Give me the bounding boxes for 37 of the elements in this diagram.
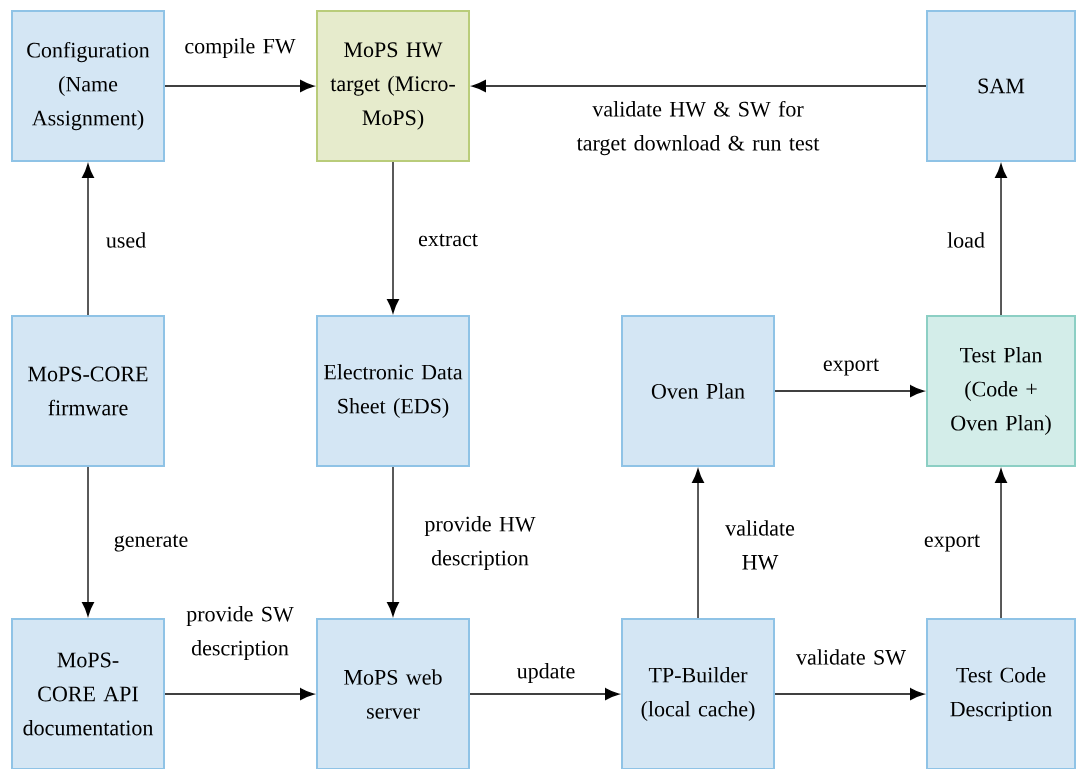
process-box: Oven Plan <box>621 315 775 467</box>
edge-label: export <box>823 358 879 376</box>
process-box: Test Code Description <box>926 618 1076 769</box>
edge-label: compile FW <box>185 38 296 58</box>
edge-label: generate <box>114 534 188 552</box>
edge-label: update <box>516 663 575 683</box>
arrow <box>82 163 94 316</box>
arrow <box>387 466 399 617</box>
edge-label: used <box>106 232 146 248</box>
arrow <box>469 688 620 700</box>
process-box: MoPS-CORE API documentation <box>11 618 165 769</box>
process-box: MoPS web server <box>316 618 470 769</box>
edge-label: validate HW <box>725 520 795 570</box>
arrow <box>774 385 925 397</box>
arrow <box>471 80 927 92</box>
arrow <box>164 688 315 700</box>
edge-label: provide SW description <box>186 606 294 660</box>
edge-label: load <box>947 232 985 248</box>
edge-label: validate HW & SW for target download & run test <box>576 100 820 156</box>
process-box: SAM <box>926 10 1076 162</box>
edge-label: provide HW description <box>424 516 536 570</box>
process-box: TP-Builder (local cache) <box>621 618 775 769</box>
edge-label: extract <box>418 233 478 247</box>
arrow <box>774 688 925 700</box>
process-box: MoPS HW target (Micro-MoPS) <box>316 10 470 162</box>
edge-label: export <box>924 534 980 552</box>
arrow <box>387 161 399 314</box>
arrow <box>82 466 94 617</box>
arrow <box>164 80 315 92</box>
arrow <box>995 468 1007 619</box>
arrow <box>995 163 1007 316</box>
process-box: Test Plan (Code + Oven Plan) <box>926 315 1076 467</box>
arrow <box>692 468 704 619</box>
process-box: Electronic Data Sheet (EDS) <box>316 315 470 467</box>
edge-label: validate SW <box>796 649 906 665</box>
process-box: Configuration (Name Assignment) <box>11 10 165 162</box>
process-box: MoPS-CORE firmware <box>11 315 165 467</box>
